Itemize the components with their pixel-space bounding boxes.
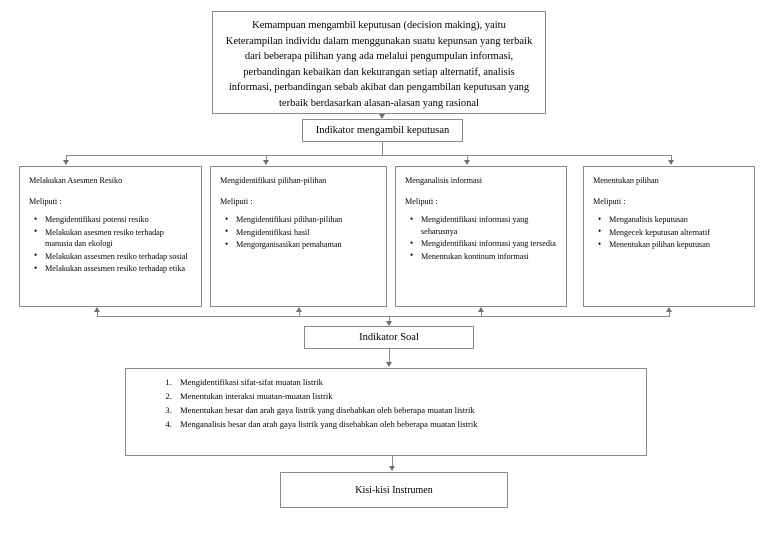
indikator-soal-box: Indikator Soal	[304, 326, 474, 349]
list-item: Mengidentifikasi potensi resiko	[34, 214, 192, 226]
column-title: Mengidentifikasi pilihan-pilihan	[220, 176, 327, 185]
arrow-down-col3	[463, 160, 470, 165]
soal-list-box: Mengidentifikasi sifat-sifat muatan list…	[125, 368, 647, 456]
column-subtitle: Meliputi :	[220, 196, 253, 206]
list-item: Menganalisis besar dan arah gaya listrik…	[174, 417, 646, 431]
column-bullet-list: Menganalisis keputusan Mengecek keputusa…	[593, 214, 745, 251]
connector-drop-col1	[66, 155, 67, 161]
column-subtitle: Meliputi :	[405, 196, 438, 206]
connector-up-col3	[481, 311, 482, 316]
column-box-mengidentifikasi-pilihan-pilihan: Mengidentifikasi pilihan-pilihan Meliput…	[210, 166, 387, 307]
column-title: Menentukan pilihan	[593, 176, 659, 185]
list-item: Menentukan kontinum informasi	[410, 250, 557, 263]
arrow-down-col2	[262, 160, 269, 165]
arrow-up-col2	[295, 307, 302, 312]
list-item: Mengidentifikasi sifat-sifat muatan list…	[174, 375, 646, 389]
list-item: Menentukan besar dan arah gaya listrik y…	[174, 403, 646, 417]
connector-fanout-bar	[66, 155, 672, 156]
list-item: Melakukan assesmen resiko terhadap sosia…	[34, 250, 192, 263]
list-item: Mengidentifikasi hasil	[225, 226, 377, 239]
kisi-kisi-instrumen-box: Kisi-kisi Instrumen	[280, 472, 508, 508]
indikator-mengambil-keputusan-label: Indikator mengambil keputusan	[315, 125, 450, 136]
arrow-down-to-indikator-soal	[385, 321, 392, 326]
arrow-up-col4	[665, 307, 672, 312]
list-item: Mengecek keputusan alternatif	[598, 226, 745, 239]
column-title: Melakukan Asesmen Resiko	[29, 176, 123, 185]
connector-indikator-mk-down	[382, 142, 383, 155]
column-subtitle: Meliputi :	[29, 196, 62, 206]
arrow-down-col1	[62, 160, 69, 165]
column-box-melakukan-asesmen-resiko: Melakukan Asesmen Resiko Meliputi : Meng…	[19, 166, 202, 307]
arrow-up-col3	[477, 307, 484, 312]
connector-list-to-kisi	[392, 456, 393, 467]
connector-up-col4	[669, 311, 670, 316]
list-item: Mengidentifikasi informasi yang tersedia	[410, 238, 557, 250]
arrow-down-to-indikator-mk	[378, 114, 385, 119]
list-item: Mengidentifikasi pilihan-pilihan	[225, 214, 377, 226]
connector-drop-col4	[671, 155, 672, 161]
connector-drop-col2	[266, 155, 267, 161]
top-definition-text: Kemampuan mengambil keputusan (decision …	[225, 20, 533, 109]
arrow-down-col4	[667, 160, 674, 165]
indikator-mengambil-keputusan-box: Indikator mengambil keputusan	[302, 119, 463, 142]
top-definition-box: Kemampuan mengambil keputusan (decision …	[212, 11, 546, 114]
column-box-menentukan-pilihan: Menentukan pilihan Meliputi : Menganalis…	[583, 166, 755, 307]
connector-drop-col3	[467, 155, 468, 161]
column-bullet-list: Mengidentifikasi pilihan-pilihan Mengide…	[220, 214, 377, 251]
arrow-down-to-kisi-kisi	[388, 466, 395, 471]
arrow-down-to-soal-list	[385, 362, 392, 367]
list-item: Mengorganisasikan pemahaman	[225, 239, 377, 251]
column-bullet-list: Mengidentifikasi informasi yang seharusn…	[405, 214, 557, 262]
list-item: Menentukan pilihan keputusan	[598, 239, 745, 251]
column-subtitle: Meliputi :	[593, 196, 626, 206]
arrow-up-col1	[93, 307, 100, 312]
connector-indikator-soal-to-list	[389, 349, 390, 363]
kisi-kisi-instrumen-label: Kisi-kisi Instrumen	[355, 484, 433, 496]
connector-up-col1	[97, 311, 98, 316]
list-item: Melakukan asesmen resiko terhadap manusi…	[34, 226, 192, 250]
connector-merge-to-indikator-soal	[389, 316, 390, 322]
column-title: Menganalisis informasi	[405, 176, 483, 185]
column-bullet-list: Mengidentifikasi potensi resiko Melakuka…	[29, 214, 192, 275]
soal-numbered-list: Mengidentifikasi sifat-sifat muatan list…	[126, 375, 646, 431]
indikator-soal-label: Indikator Soal	[359, 332, 419, 343]
list-item: Mengidentifikasi informasi yang seharusn…	[410, 214, 557, 237]
connector-up-col2	[299, 311, 300, 316]
column-box-menganalisis-informasi: Menganalisis informasi Meliputi : Mengid…	[395, 166, 567, 307]
list-item: Menganalisis keputusan	[598, 214, 745, 226]
list-item: Melakukan assesmen resiko terhadap etika	[34, 263, 192, 275]
connector-merge-bar	[97, 316, 670, 317]
list-item: Menentukan interaksi muatan-muatan listr…	[174, 389, 646, 403]
